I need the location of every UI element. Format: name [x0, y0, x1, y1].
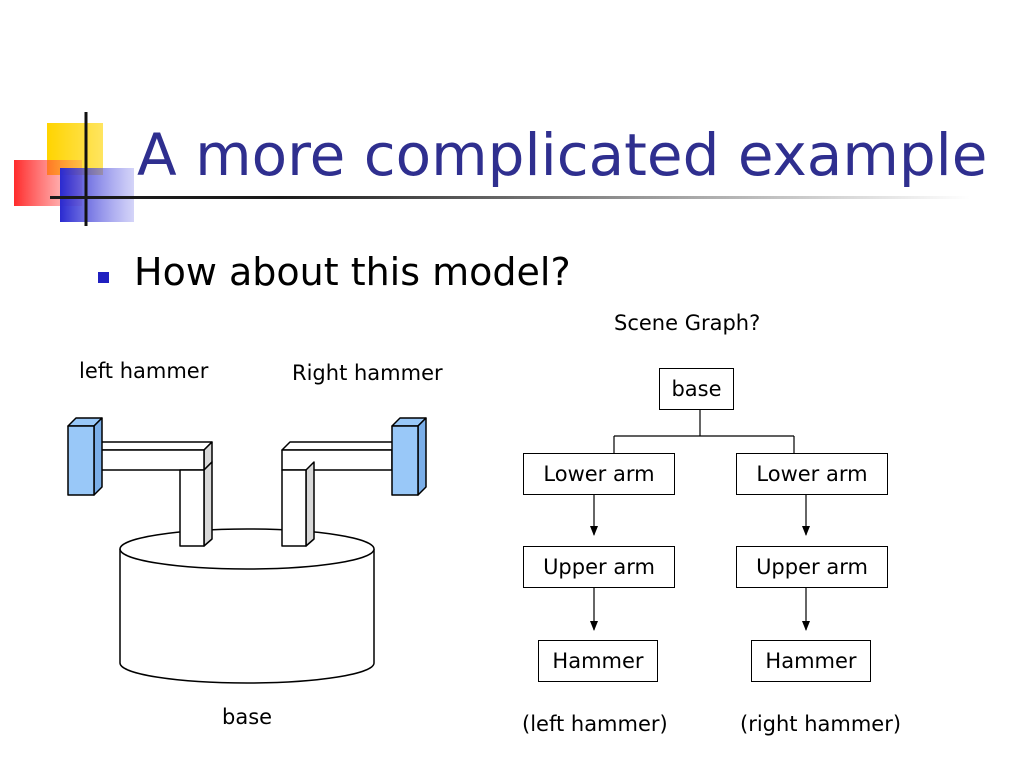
node-left-lower-arm: Lower arm [523, 453, 675, 495]
node-right-hammer: Hammer [751, 640, 871, 682]
bullet-text: How about this model? [134, 250, 571, 294]
base-label: base [222, 705, 273, 729]
bullet-square-icon [98, 272, 109, 283]
node-left-hammer: Hammer [538, 640, 658, 682]
left-hammer-label: left hammer [79, 359, 209, 383]
node-left-upper-arm: Upper arm [523, 546, 675, 588]
left-hammer-caption: (left hammer) [522, 712, 668, 736]
right-hammer-front [391, 425, 419, 496]
left-lower-arm-front [179, 469, 205, 547]
right-hammer-label: Right hammer [292, 361, 443, 385]
slide-title: A more complicated example [137, 121, 988, 189]
title-underline [50, 196, 970, 199]
base-cylinder-body [119, 549, 375, 684]
logo-blue-square [60, 168, 134, 222]
left-hammer-front [67, 425, 95, 496]
right-hammer-caption: (right hammer) [740, 712, 902, 736]
right-lower-arm-front [281, 469, 307, 547]
node-base: base [659, 368, 734, 410]
node-right-upper-arm: Upper arm [736, 546, 888, 588]
scene-graph-heading: Scene Graph? [614, 311, 761, 335]
node-right-lower-arm: Lower arm [736, 453, 888, 495]
